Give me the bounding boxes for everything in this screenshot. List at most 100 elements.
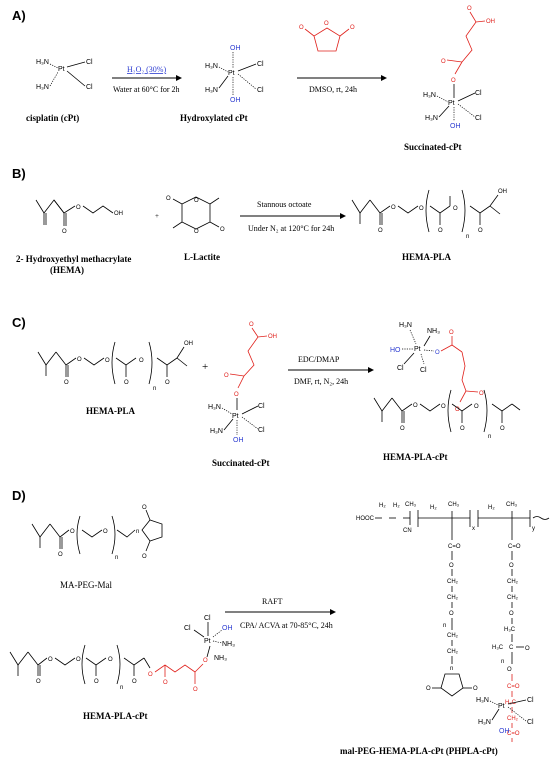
atom-o: O (76, 205, 81, 211)
atom-o: O (500, 426, 505, 432)
atom-o: O (166, 196, 171, 202)
atom-nh3: NH₃ (222, 641, 235, 648)
atom-cl: Cl (527, 719, 534, 726)
atom-h3n: H₃N (205, 87, 218, 94)
atom-o: O (324, 21, 329, 27)
succinated-cpt-reactant-structure: OH O O O Pt H₃N H₃N Cl Cl OH (208, 322, 277, 444)
atom-pt: Pt (228, 70, 235, 77)
compound-name-hema-line1: 2- Hydroxyethyl methacrylate (16, 254, 131, 264)
subscript-y: y (532, 526, 535, 532)
atom-oh: OH (486, 19, 495, 25)
atom-c-eq-o: C=O (507, 684, 520, 690)
reagent-stannous-octoate: Stannous octoate (257, 200, 312, 209)
atom-h3n: H₃N (36, 84, 49, 91)
compound-name-hydroxylated-cpt: Hydroxylated cPt (180, 113, 248, 123)
atom-o: O (453, 206, 458, 212)
panel-label-a: A) (12, 8, 26, 23)
atom-o: O (441, 404, 446, 410)
subscript-n: n (443, 623, 446, 629)
atom-h2: H₂ (379, 503, 386, 509)
atom-cl: Cl (86, 59, 93, 66)
atom-h3n: H₃N (476, 697, 489, 704)
phpla-cpt-product-structure: HOOC H₂ H₂ CH₃ CN H₂ CH₃ x H₂ CH₃ y C=O … (356, 502, 550, 742)
atom-h3n: H₃N (399, 322, 412, 329)
atom-pt: Pt (204, 638, 211, 645)
atom-oh: OH (184, 341, 193, 347)
subscript-n: n (501, 659, 504, 665)
atom-cl: Cl (397, 365, 404, 372)
atom-h3n: H₃N (210, 428, 223, 435)
lactide-structure: O O O O (166, 196, 225, 235)
atom-o: O (460, 426, 465, 432)
atom-ch3: CH₃ (506, 502, 518, 508)
atom-o: O (142, 505, 147, 511)
atom-n: n (450, 666, 453, 672)
atom-oh: OH (114, 211, 123, 217)
compound-name-hema-pla: HEMA-PLA (86, 406, 135, 416)
atom-c-eq-o: C=O (448, 544, 461, 550)
atom-oh: OH (222, 625, 233, 632)
atom-h3c: H₃C (492, 645, 504, 651)
hema-pla-reactant-structure: O O O O O n O OH (37, 341, 193, 392)
atom-cn: CN (403, 528, 412, 534)
atom-o: O (467, 6, 472, 12)
plus-sign: + (155, 212, 159, 220)
reagent-h2o2: H₂O₂ (30%) (127, 65, 166, 74)
atom-cl: Cl (86, 84, 93, 91)
atom-oh: OH (498, 189, 507, 195)
atom-nh3: NH₃ (214, 655, 227, 662)
atom-cl: Cl (257, 87, 264, 94)
subscript-n: n (115, 555, 118, 561)
atom-n: n (136, 529, 139, 535)
atom-cl: Cl (258, 427, 265, 434)
atom-ch2: CH₂ (447, 633, 459, 639)
ma-peg-mal-structure: O O O n n O O (31, 505, 163, 561)
atom-o: O (220, 227, 225, 233)
atom-o: O (77, 357, 82, 363)
atom-cl: Cl (527, 697, 534, 704)
subscript-n: n (466, 234, 469, 240)
compound-name-lactide: L-Lactite (184, 252, 220, 262)
cisplatin-structure: Pt H₃N H₃N Cl Cl (36, 59, 93, 91)
atom-o: O (108, 657, 113, 663)
product-pt-center: Pt H₃N H₃N Cl Cl OH (476, 697, 534, 735)
atom-ch2: CH₂ (507, 579, 519, 585)
atom-o: O (194, 229, 199, 235)
atom-o: O (391, 205, 396, 211)
atom-ch2: CH₂ (447, 595, 459, 601)
atom-ch2: CH₂ (447, 649, 459, 655)
atom-o: O (139, 358, 144, 364)
atom-cl: Cl (258, 403, 265, 410)
atom-o: O (203, 658, 208, 664)
condition-cpa-acva: CPA/ ACVA at 70-85°C, 24h (240, 621, 333, 630)
atom-h3n: H₃N (205, 63, 218, 70)
atom-oh: OH (230, 97, 241, 104)
atom-h3c: H₃C (504, 627, 516, 633)
atom-o: O (58, 552, 63, 558)
atom-o: O (124, 380, 129, 386)
compound-name-succinated-cpt: Succinated-cPt (212, 458, 270, 468)
atom-o: O (525, 646, 530, 652)
atom-o: O (194, 198, 199, 204)
atom-o: O (94, 679, 99, 685)
atom-oh: OH (233, 437, 244, 444)
condition-dmf: DMF, rt, N₂, 24h (294, 377, 348, 386)
succinated-cpt-structure: OH O O O Pt H₃N H₃N Cl Cl OH (423, 6, 495, 130)
atom-o: O (449, 330, 454, 336)
hema-pla-cpt-product-structure: H₃N NH₃ Pt HO Cl Cl O O O O O O O O (373, 322, 521, 440)
atom-o: O (378, 228, 383, 234)
atom-cl: Cl (475, 115, 482, 122)
subscript-n: n (488, 434, 491, 440)
atom-c-eq-o: C=O (507, 731, 520, 737)
atom-c-eq-o: C=O (508, 544, 521, 550)
compound-name-cisplatin: cisplatin (cPt) (26, 113, 79, 123)
atom-o: O (473, 686, 478, 692)
atom-o: O (438, 228, 443, 234)
atom-o: O (234, 392, 239, 398)
atom-pt: Pt (414, 346, 421, 353)
atom-ch3: CH₃ (448, 502, 460, 508)
atom-o: O (449, 563, 454, 569)
atom-o: O (507, 667, 512, 673)
atom-oh: OH (450, 123, 461, 130)
